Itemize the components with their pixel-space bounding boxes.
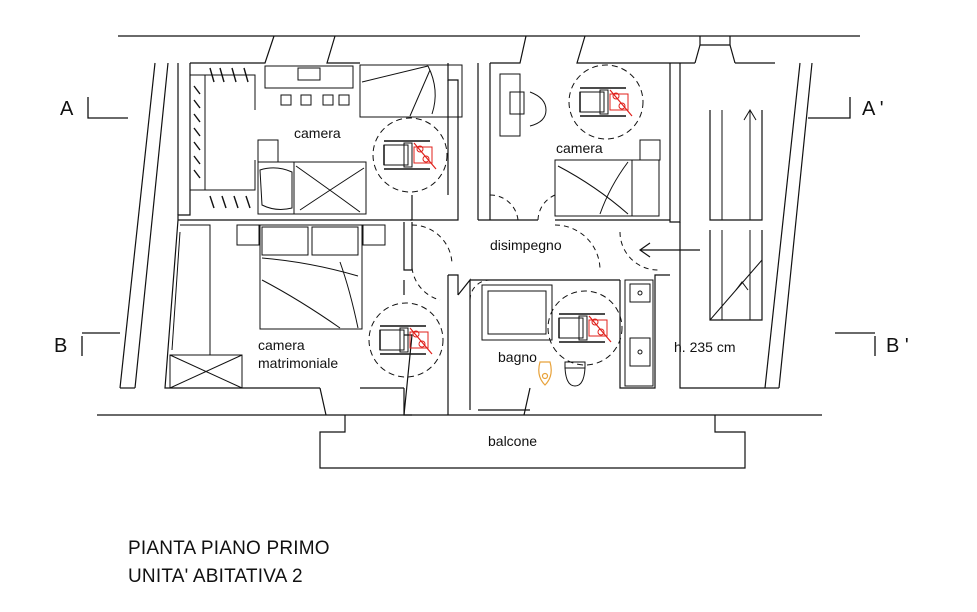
double-bed	[236, 224, 386, 330]
height-note: h. 235 cm	[674, 339, 735, 355]
wardrobe	[190, 67, 256, 209]
bed-right	[554, 139, 661, 217]
entrance-arrow	[638, 242, 700, 258]
desk-right	[499, 73, 547, 137]
section-marks	[81, 97, 876, 356]
desk	[264, 65, 354, 106]
toilet	[564, 361, 586, 387]
interior-walls	[164, 63, 765, 416]
nightstand	[257, 139, 279, 163]
caption-title: PIANTA PIANO PRIMO	[128, 538, 330, 559]
room-label-balcone: balcone	[488, 433, 537, 449]
bidet	[538, 361, 552, 386]
outer-walls	[97, 35, 860, 469]
wheelchair-turning-circle	[568, 64, 644, 140]
section-label-b: B	[54, 335, 67, 357]
room-label-disimpegno: disimpegno	[490, 237, 562, 253]
door-swings	[411, 194, 659, 301]
section-label-a: A	[60, 98, 74, 120]
room-label-bagno: bagno	[498, 349, 537, 365]
room-label-camera-right: camera	[556, 140, 603, 156]
room-label-camera-matrimoniale-line1: camera	[258, 337, 305, 353]
shower	[481, 284, 553, 341]
wheelchair-turning-circle	[547, 290, 623, 366]
wheelchair-turning-circle	[368, 302, 444, 378]
caption-subtitle: UNITA' ABITATIVA 2	[128, 566, 303, 587]
section-label-a-prime: A '	[862, 98, 884, 120]
section-label-b-prime: B '	[886, 335, 909, 357]
room-label-camera-left: camera	[294, 125, 341, 141]
wardrobe-matrimoniale	[169, 224, 243, 389]
bed-top-left	[359, 64, 463, 118]
wheelchair-turning-circle	[372, 117, 448, 193]
washbasin-column	[624, 279, 654, 387]
bed-left	[257, 161, 367, 215]
room-label-camera-matrimoniale-line2: matrimoniale	[258, 355, 338, 371]
stairs	[709, 109, 763, 321]
